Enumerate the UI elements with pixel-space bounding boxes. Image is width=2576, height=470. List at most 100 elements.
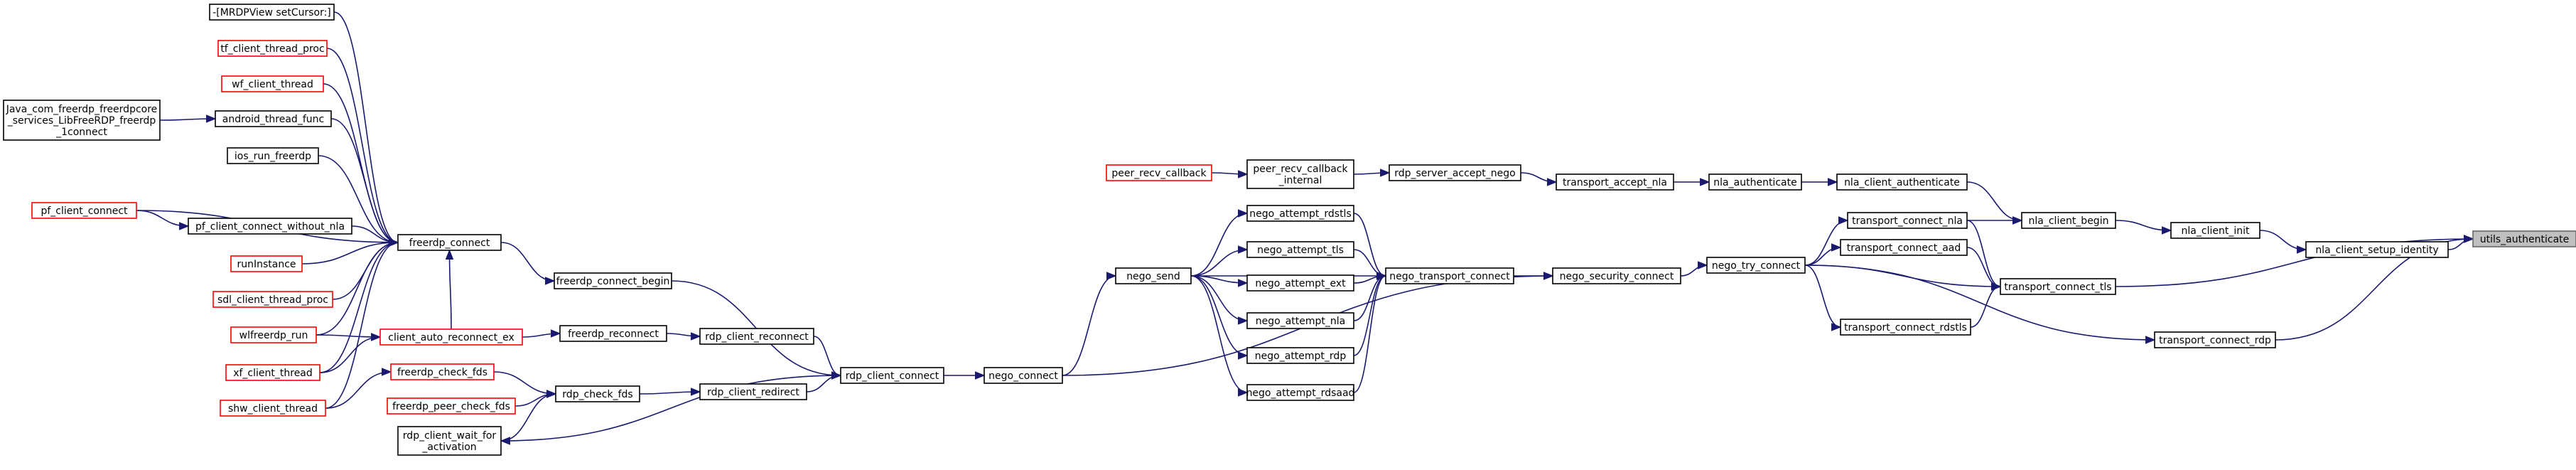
node-nego-attempt-tls[interactable]: nego_attempt_tls (1246, 241, 1354, 258)
node-freerdp-reconnect[interactable]: freerdp_reconnect (559, 325, 667, 342)
node-label: _1connect (55, 127, 107, 138)
node-rdp-check-fds[interactable]: rdp_check_fds (555, 385, 640, 402)
node-transport-connect-nla[interactable]: transport_connect_nla (1847, 212, 1968, 229)
node-nego-send[interactable]: nego_send (1115, 267, 1192, 284)
node-rdp-server-accept-nego[interactable]: rdp_server_accept_nego (1389, 164, 1521, 181)
edge-nego-send-to-nego-attempt-tls (1190, 245, 1249, 277)
node-utils-authenticate[interactable]: utils_authenticate (2472, 230, 2576, 247)
node-box (840, 367, 944, 384)
node-wlfreerdp-run[interactable]: wlfreerdp_run (230, 326, 317, 343)
node-transport-connect-tls[interactable]: transport_connect_tls (2000, 278, 2116, 295)
node-label: peer_recv_callback (1253, 164, 1348, 175)
edge-rdp-client-redirect-to-rdp-client-connect (806, 371, 842, 392)
node-nla-client-authenticate[interactable]: nla_client_authenticate (1836, 173, 1968, 191)
node-freerdp-check-fds[interactable]: freerdp_check_fds (390, 363, 495, 380)
node-java-tconnect[interactable]: Java_com_freerdp_freerdpcore_services_Li… (3, 100, 161, 141)
node-label: transport_connect_nla (1852, 215, 1963, 227)
edge-nego-try-connect-to-transport-connect-rdstls (1804, 265, 1842, 331)
node-peer-recv-callback[interactable]: peer_recv_callback (1106, 164, 1212, 181)
node-mrdpview-setcursor[interactable]: -[MRDPView setCursor:] (209, 4, 335, 21)
node-sdl-client-thread-proc[interactable]: sdl_client_thread_proc (212, 291, 333, 308)
edge-nego-security-connect-to-nego-try-connect (1680, 261, 1708, 277)
node-label: rdp_client_connect (846, 370, 939, 382)
node-box (559, 325, 667, 342)
node-transport-connect-rdp[interactable]: transport_connect_rdp (2154, 331, 2276, 348)
node-label: -[MRDPView setCursor:] (212, 7, 331, 18)
edge-xf-client-thread-to-freerdp-connect (319, 238, 399, 373)
node-shw-client-thread[interactable]: shw_client_thread (220, 400, 326, 417)
node-runinstance[interactable]: runInstance (230, 255, 303, 272)
node-nla-client-setup-identity[interactable]: nla_client_setup_identity (2305, 241, 2449, 258)
node-nego-attempt-rdstls[interactable]: nego_attempt_rdstls (1246, 205, 1354, 222)
node-label: runInstance (237, 259, 296, 270)
edge-rdp-check-fds-to-rdp-client-redirect (639, 388, 701, 396)
node-box (209, 4, 335, 21)
node-box (215, 110, 332, 127)
node-transport-connect-aad[interactable]: transport_connect_aad (1840, 239, 1968, 256)
edge-runinstance-to-freerdp-connect (301, 238, 399, 265)
node-nego-try-connect[interactable]: nego_try_connect (1706, 257, 1806, 274)
node-label: client_auto_reconnect_ex (388, 332, 514, 343)
node-nego-security-connect[interactable]: nego_security_connect (1552, 267, 1681, 284)
node-box (397, 234, 502, 251)
node-box (221, 75, 324, 92)
node-pf-client-connect-without-nla[interactable]: pf_client_connect_without_nla (188, 218, 352, 235)
edge-wlfreerdp-run-to-freerdp-connect (316, 238, 399, 336)
edge-client-auto-reconnect-ex-to-freerdp-reconnect (522, 329, 561, 338)
node-box (1840, 239, 1968, 256)
edge-nego-attempt-rdp-to-nego-transport-connect (1353, 272, 1387, 356)
node-label: rdp_client_wait_for (403, 430, 497, 442)
node-box (1847, 212, 1968, 229)
node-rdp-client-connect[interactable]: rdp_client_connect (840, 367, 944, 384)
edge-tf-client-thread-proc-to-freerdp-connect (326, 48, 399, 247)
node-peer-recv-callback-internal[interactable]: peer_recv_callback_internal (1246, 159, 1354, 189)
node-nego-attempt-rdp[interactable]: nego_attempt_rdp (1246, 347, 1354, 364)
node-label: ios_run_freerdp (235, 151, 311, 162)
edge-freerdp-reconnect-to-rdp-client-reconnect (666, 332, 701, 341)
node-box (1385, 267, 1514, 284)
edge-peer-recv-callback-internal-to-rdp-server-accept-nego (1353, 169, 1391, 177)
node-label: _services_LibFreeRDP_freerdp (7, 115, 156, 127)
node-transport-accept-nla[interactable]: transport_accept_nla (1556, 173, 1674, 191)
node-box (397, 426, 502, 456)
node-nego-connect[interactable]: nego_connect (983, 367, 1063, 384)
node-label: xf_client_thread (233, 368, 313, 379)
node-label: freerdp_connect_begin (556, 276, 670, 287)
node-rdp-client-redirect[interactable]: rdp_client_redirect (699, 383, 807, 400)
node-label: utils_authenticate (2480, 234, 2570, 245)
node-label: nego_attempt_ext (1255, 278, 1346, 289)
node-wf-client-thread[interactable]: wf_client_thread (221, 75, 324, 92)
node-label: sdl_client_thread_proc (217, 294, 328, 306)
node-label: rdp_client_redirect (707, 387, 799, 398)
node-android-thread-func[interactable]: android_thread_func (215, 110, 332, 127)
node-nla-authenticate[interactable]: nla_authenticate (1708, 173, 1802, 191)
node-client-auto-reconnect-ex[interactable]: client_auto_reconnect_ex (379, 329, 523, 346)
node-freerdp-peer-check-fds[interactable]: freerdp_peer_check_fds (387, 397, 516, 415)
edge-ios-run-freerdp-to-freerdp-connect (318, 155, 399, 247)
node-label: Java_com_freerdp_freerdpcore (6, 104, 158, 115)
edge-mrdpview-setcursor-to-freerdp-connect (333, 11, 399, 247)
node-nego-attempt-nla[interactable]: nego_attempt_nla (1246, 312, 1354, 329)
node-nego-attempt-ext[interactable]: nego_attempt_ext (1246, 274, 1354, 292)
node-nego-transport-connect[interactable]: nego_transport_connect (1385, 267, 1514, 284)
node-box (379, 329, 523, 346)
node-label: rdp_server_accept_nego (1394, 168, 1516, 179)
node-box (387, 397, 516, 415)
node-xf-client-thread[interactable]: xf_client_thread (225, 364, 320, 381)
node-pf-client-connect[interactable]: pf_client_connect (31, 202, 137, 219)
node-tf-client-thread-proc[interactable]: tf_client_thread_proc (217, 40, 328, 57)
node-label: rdp_client_reconnect (705, 331, 809, 343)
node-rdp-client-reconnect[interactable]: rdp_client_reconnect (699, 328, 814, 345)
node-label: nego_connect (988, 370, 1058, 382)
node-ios-run-freerdp[interactable]: ios_run_freerdp (227, 147, 319, 164)
node-nla-client-begin[interactable]: nla_client_begin (2021, 212, 2116, 229)
node-freerdp-connect[interactable]: freerdp_connect (397, 234, 502, 251)
node-label: rdp_check_fds (562, 389, 632, 400)
node-label: transport_connect_tls (2004, 282, 2111, 293)
node-transport-connect-rdstls[interactable]: transport_connect_rdstls (1840, 319, 1971, 336)
node-rdp-client-wait-for-activation[interactable]: rdp_client_wait_for_activation (397, 426, 502, 456)
node-box (2154, 331, 2276, 348)
node-nla-client-init[interactable]: nla_client_init (2170, 222, 2260, 239)
node-nego-attempt-rdsaad[interactable]: nego_attempt_rdsaad (1246, 384, 1355, 401)
node-freerdp-connect-begin[interactable]: freerdp_connect_begin (554, 272, 672, 289)
